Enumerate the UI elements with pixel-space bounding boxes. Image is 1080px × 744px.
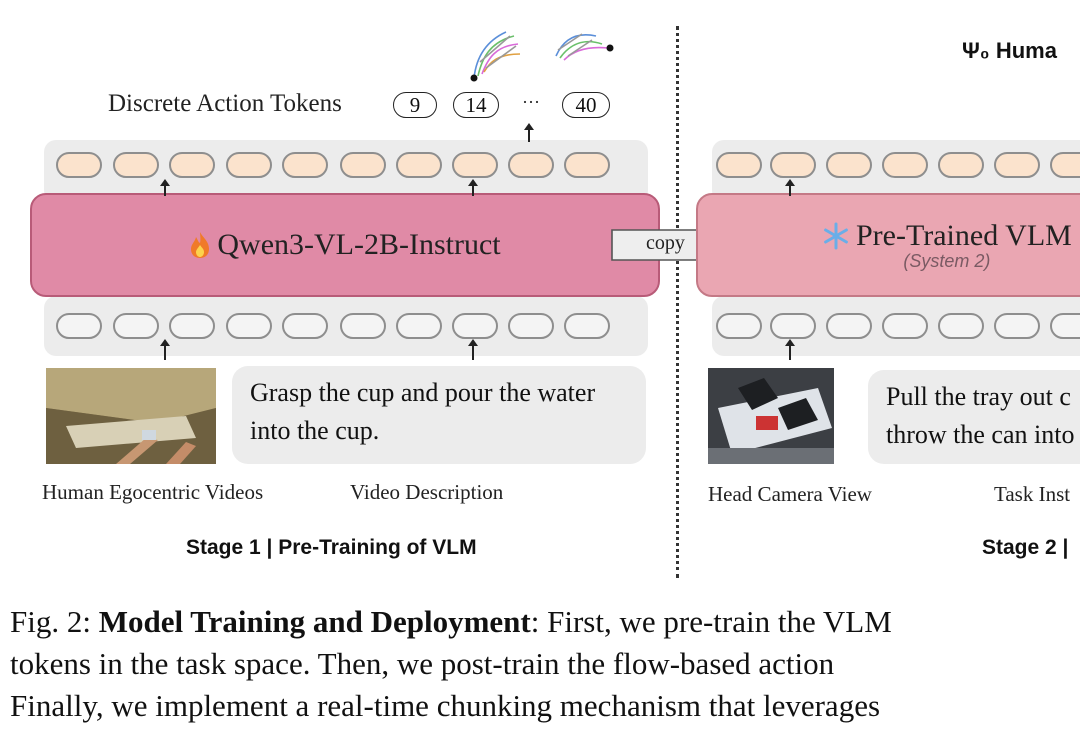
- output-token: [169, 152, 215, 178]
- output-token: [826, 152, 872, 178]
- output-token: [340, 152, 386, 178]
- head-camera-thumbnail: [708, 368, 834, 464]
- input-token-strip-2: [712, 296, 1080, 356]
- output-token: [994, 152, 1040, 178]
- output-token-strip-1: [44, 140, 648, 202]
- input-token: [113, 313, 159, 339]
- output-token: [564, 152, 610, 178]
- copy-label: copy: [646, 232, 685, 254]
- vlm-block-stage1: Qwen3-VL-2B-Instruct: [30, 193, 660, 297]
- input-token: [564, 313, 610, 339]
- figure-caption-line1: Fig. 2: Model Training and Deployment: F…: [10, 601, 892, 643]
- action-tokens-label: Discrete Action Tokens: [108, 90, 342, 117]
- output-token-strip-2: [712, 140, 1080, 202]
- caption-line1-rest: : First, we pre-train the VLM: [530, 604, 892, 639]
- input-token: [169, 313, 215, 339]
- input-token: [508, 313, 554, 339]
- arrow-up: [160, 339, 170, 360]
- arrow-up: [785, 339, 795, 360]
- output-token: [396, 152, 442, 178]
- trajectory-sketch-2: [555, 33, 614, 61]
- stage2-header: Ψ₀ Huma: [962, 38, 1057, 63]
- figure-caption-line3: Finally, we implement a real-time chunki…: [10, 688, 881, 723]
- fire-icon: [191, 232, 210, 258]
- model-name-stage1: Qwen3-VL-2B-Instruct: [217, 228, 501, 261]
- ellipsis: ···: [522, 92, 540, 112]
- arrow-up: [524, 123, 534, 142]
- input-token: [770, 313, 816, 339]
- video-description-text: Grasp the cup and pour the water into th…: [250, 378, 596, 445]
- output-token: [1050, 152, 1080, 178]
- input-token: [340, 313, 386, 339]
- output-token: [282, 152, 328, 178]
- task-instruction-text: Pull the tray out c throw the can into: [886, 382, 1075, 449]
- arrow-up: [468, 339, 478, 360]
- label-human-egocentric-videos: Human Egocentric Videos: [42, 480, 264, 504]
- task-instruction-box: Pull the tray out c throw the can into: [868, 370, 1080, 464]
- output-token: [113, 152, 159, 178]
- input-token: [452, 313, 498, 339]
- action-token-value-1: 9: [393, 92, 437, 118]
- caption-prefix: Fig. 2:: [10, 604, 99, 639]
- input-token: [282, 313, 328, 339]
- arrow-up: [785, 179, 795, 196]
- label-video-description: Video Description: [350, 480, 504, 504]
- label-task-instruction: Task Inst: [994, 482, 1071, 506]
- input-token: [826, 313, 872, 339]
- output-token: [716, 152, 762, 178]
- output-token: [770, 152, 816, 178]
- output-token: [508, 152, 554, 178]
- output-token: [452, 152, 498, 178]
- input-token: [56, 313, 102, 339]
- model-name-stage2: Pre-Trained VLM: [856, 218, 1072, 252]
- stage2-title: Stage 2 |: [982, 536, 1069, 559]
- input-token: [716, 313, 762, 339]
- stage1-title: Stage 1 | Pre-Training of VLM: [186, 536, 477, 559]
- arrow-up: [160, 179, 170, 196]
- output-token: [56, 152, 102, 178]
- vlm-block-stage2: Pre-Trained VLM (System 2): [696, 193, 1080, 297]
- system-label: (System 2): [903, 250, 991, 271]
- output-token: [226, 152, 272, 178]
- input-token: [994, 313, 1040, 339]
- action-token-value-2: 14: [453, 92, 499, 118]
- caption-title: Model Training and Deployment: [98, 604, 531, 639]
- input-token: [226, 313, 272, 339]
- stage-divider: [676, 26, 679, 578]
- video-description-box: Grasp the cup and pour the water into th…: [232, 366, 646, 464]
- output-token: [882, 152, 928, 178]
- figure-caption-line2: tokens in the task space. Then, we post-…: [10, 646, 835, 681]
- input-token: [1050, 313, 1080, 339]
- action-token-value-3: 40: [562, 92, 610, 118]
- input-token: [938, 313, 984, 339]
- input-token-strip-1: [44, 296, 648, 356]
- snowflake-icon: [824, 222, 848, 249]
- trajectory-sketch-1: [470, 31, 521, 82]
- arrow-up: [468, 179, 478, 196]
- input-token: [396, 313, 442, 339]
- egocentric-video-thumbnail: [46, 368, 216, 464]
- label-head-camera-view: Head Camera View: [708, 482, 872, 506]
- output-token: [938, 152, 984, 178]
- input-token: [882, 313, 928, 339]
